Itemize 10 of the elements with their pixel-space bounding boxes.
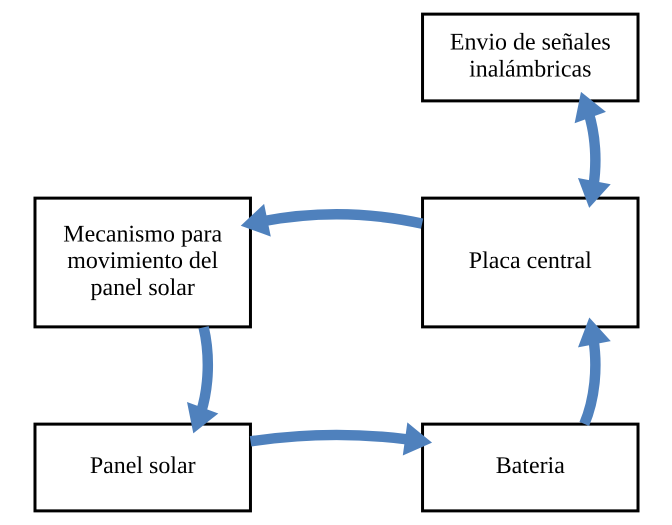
node-box: Panel solar [32, 422, 252, 512]
arrow [574, 92, 610, 208]
node-box: Bateria [420, 422, 640, 512]
node-box: Mecanismo para movimiento del panel solar [32, 196, 252, 328]
arrow [240, 204, 423, 237]
node-box: Placa central [420, 196, 640, 328]
arrow [578, 318, 610, 426]
arrow [186, 326, 218, 434]
node-box: Envio de señales inalámbricas [420, 12, 640, 102]
arrow [249, 422, 432, 456]
